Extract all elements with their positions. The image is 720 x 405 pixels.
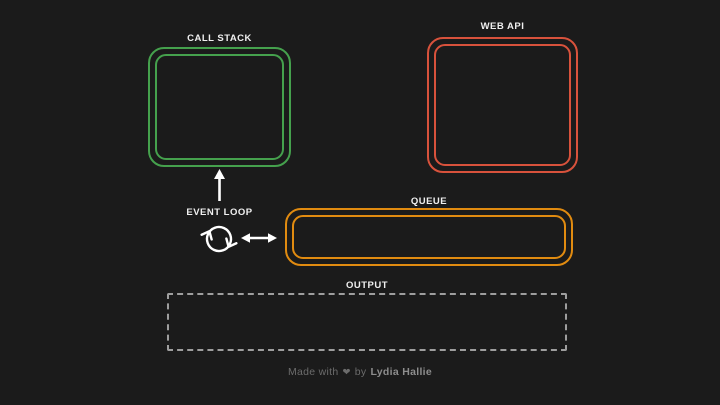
author-name: Lydia Hallie	[370, 366, 433, 378]
event-loop-label: EVENT LOOP	[186, 207, 253, 218]
output-label: OUTPUT	[345, 280, 389, 291]
queue-box	[285, 208, 573, 266]
web-api-box	[427, 37, 578, 173]
call-stack-box-inner	[155, 54, 284, 160]
web-api-box-inner	[434, 44, 571, 166]
up-arrow-icon	[214, 169, 225, 201]
output-box	[167, 293, 567, 351]
cycle-arrows-icon	[200, 225, 238, 253]
web-api-label: WEB API	[480, 21, 525, 32]
double-arrow-icon	[241, 233, 277, 243]
heart-icon: ❤	[342, 367, 351, 378]
queue-box-inner	[292, 215, 566, 259]
call-stack-label: CALL STACK	[187, 33, 252, 44]
credit-middle: by	[354, 366, 367, 378]
queue-label: QUEUE	[410, 196, 448, 207]
credit-prefix: Made with	[287, 366, 339, 378]
call-stack-box	[148, 47, 291, 167]
